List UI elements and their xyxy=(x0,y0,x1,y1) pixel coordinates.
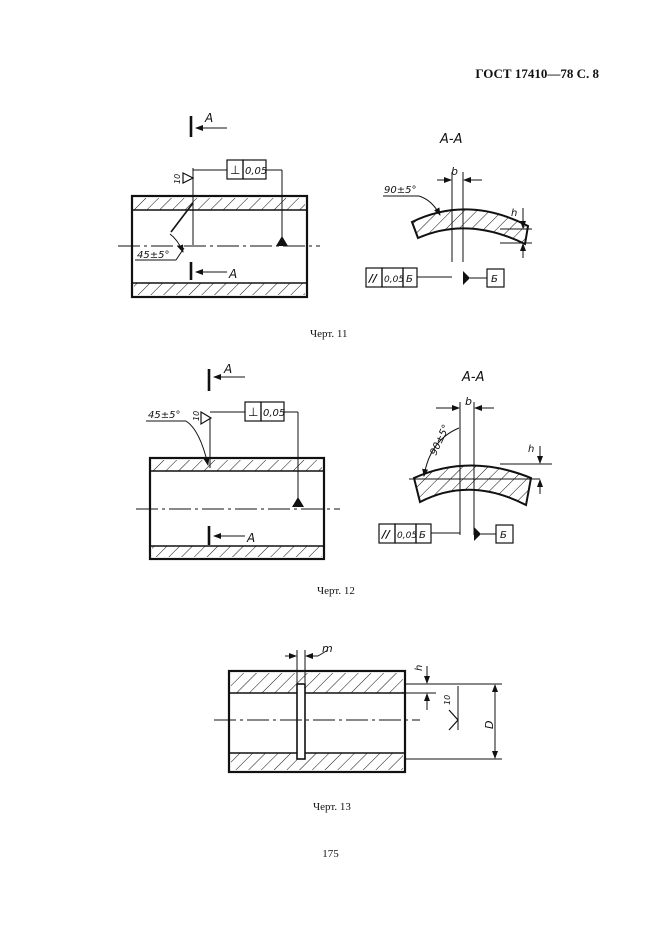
dim-h: h xyxy=(528,444,534,455)
tolerance-perp: 0,05 xyxy=(245,166,267,177)
page-number: 175 xyxy=(322,848,339,860)
section-mark-bottom: A xyxy=(246,531,255,545)
section-title: A-A xyxy=(439,132,462,147)
figure-12-side-view: A A 10 ⊥ 0,05 45±5° xyxy=(136,362,340,561)
perpendicularity-icon: ⊥ xyxy=(230,163,240,177)
roughness-value: 10 xyxy=(173,174,182,184)
dim-m: m xyxy=(322,642,333,655)
datum-ref: Б xyxy=(419,530,426,541)
dim-h: h xyxy=(414,665,425,671)
tolerance-perp: 0,05 xyxy=(263,408,285,419)
caption-fig11: Черт. 11 xyxy=(310,328,348,340)
groove xyxy=(296,683,306,760)
datum-box: Б xyxy=(500,530,507,541)
pipe-outline xyxy=(130,194,309,299)
section-title: A-A xyxy=(461,370,484,385)
figure-11-side-view: A A 10 ⊥ 0,05 45±5° xyxy=(118,111,320,299)
dim-b: b xyxy=(451,165,458,178)
pipe-wall-bottom xyxy=(134,283,305,295)
tolerance-parallel: 0,05 xyxy=(397,531,417,541)
angle-label: 45±5° xyxy=(137,250,169,261)
angle-label-section: 90±5° xyxy=(429,423,453,457)
perpendicularity-icon: ⊥ xyxy=(248,405,258,419)
section-mark-top: A xyxy=(223,362,232,376)
parallelism-icon: // xyxy=(367,272,378,285)
roughness-value: 10 xyxy=(443,695,452,705)
roughness-value: 10 xyxy=(192,411,201,421)
figure-12-section: A-A b h 90±5° // 0,05 Б Б xyxy=(378,370,552,544)
figure-13-grooved-pipe: m h D 10 xyxy=(214,642,502,774)
pipe-wall-top xyxy=(134,198,305,210)
dim-h: h xyxy=(511,208,517,219)
angle-label-section: 90±5° xyxy=(384,185,416,196)
dim-b: b xyxy=(465,395,472,408)
section-mark-top: A xyxy=(204,111,213,125)
svg-text://: // xyxy=(380,528,391,541)
caption-fig13: Черт. 13 xyxy=(313,801,351,813)
angle-label: 45±5° xyxy=(148,410,180,421)
tolerance-parallel: 0,05 xyxy=(384,275,404,285)
figure-11-section: A-A b h 90±5° // 0,05 Б Б xyxy=(365,132,532,288)
caption-fig12: Черт. 12 xyxy=(317,585,355,597)
section-mark-bottom: A xyxy=(228,267,237,281)
datum-triangle-icon xyxy=(276,236,288,246)
page-header: ГОСТ 17410—78 С. 8 xyxy=(475,66,599,81)
dim-D: D xyxy=(483,721,496,729)
datum-ref: Б xyxy=(406,274,413,285)
datum-box: Б xyxy=(491,274,498,285)
